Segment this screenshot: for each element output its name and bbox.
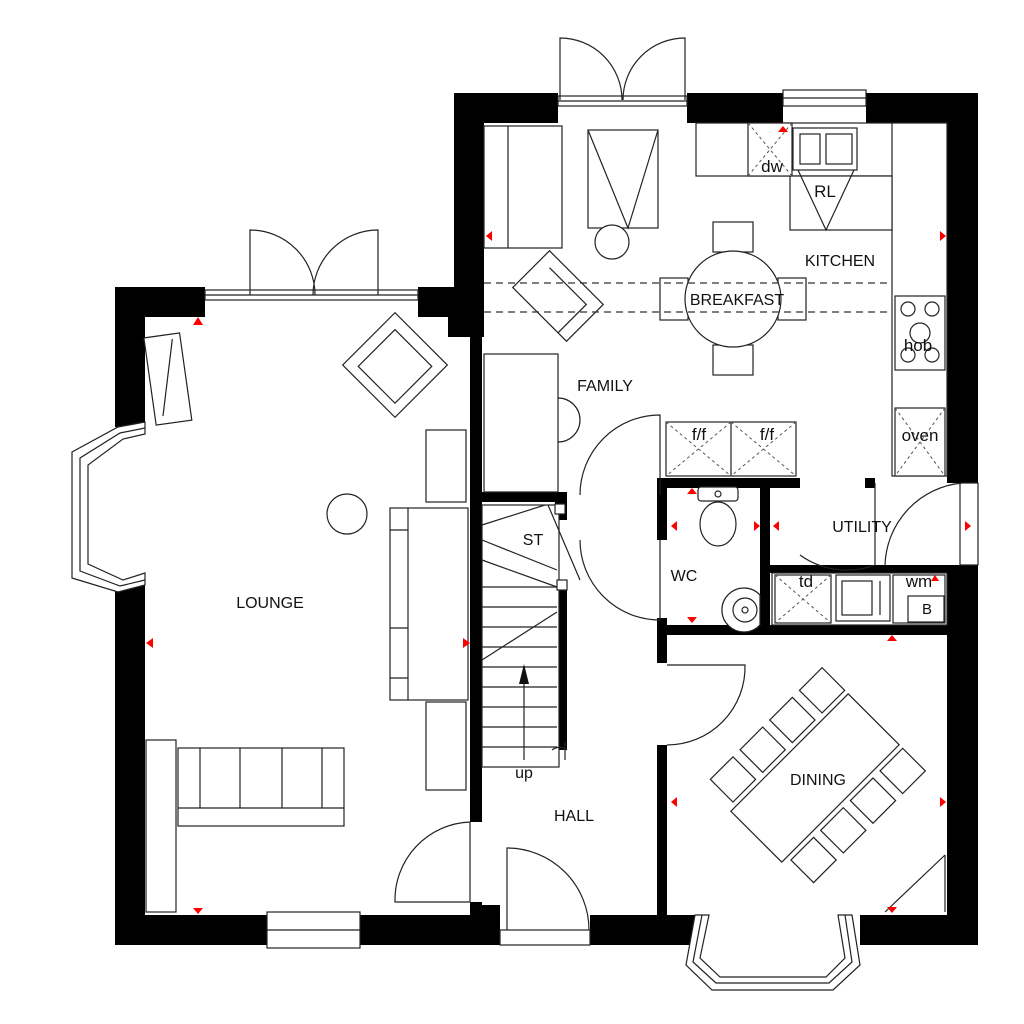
label-breakfast: BREAKFAST [690,292,784,309]
toilet [697,486,739,547]
family-stool [594,224,630,260]
hob [894,295,946,371]
side-table [425,701,467,791]
fridge-freezers [665,421,797,477]
dishwasher [747,122,793,177]
washing-machine [892,574,946,624]
sideboard [143,332,193,426]
room-labels: LOUNGE FAMILY KITCHEN BREAKFAST UTILITY … [236,253,892,825]
label-kitchen: KITCHEN [805,253,875,270]
sink-unit [789,175,893,231]
utility-sink [835,574,891,622]
label-sink: RL [814,182,836,201]
family-sofa [483,125,563,249]
family-desk [483,353,559,493]
furniture [143,122,948,913]
label-hall: HALL [554,808,594,825]
label-fridge-freezer-2: f/f [760,425,774,444]
label-family: FAMILY [577,378,633,395]
walls [115,93,978,945]
label-dining: DINING [790,772,846,789]
sofa-right [389,507,469,701]
staircase [481,503,581,768]
tumble-dryer [774,574,832,624]
label-tumble-dryer: td [799,572,813,591]
basin [721,587,761,633]
label-lounge: LOUNGE [236,595,304,612]
label-store: ST [523,532,544,549]
family-chaise [587,129,659,229]
label-stairs-up: up [515,765,533,782]
breakfast-table [659,221,807,376]
windows [71,89,979,991]
side-table [425,429,467,503]
door-swings [249,37,963,931]
family-armchair [511,249,605,343]
coffee-table [326,493,368,535]
red-markers [146,126,971,914]
dining-table [709,666,927,884]
label-fridge-freezer-1: f/f [692,425,706,444]
sink [792,127,858,232]
label-washing-machine: wm [905,572,932,591]
label-oven: oven [902,426,939,445]
media-unit [145,739,177,913]
label-hob: hob [904,336,932,355]
fixture-labels: ST up dw RL hob oven f/f f/f td wm B [515,157,938,782]
sofa-bottom [177,747,345,827]
oven [894,407,946,477]
label-utility: UTILITY [832,519,892,536]
armchair [341,311,449,419]
label-dishwasher: dw [761,157,783,176]
label-wc: WC [671,568,698,585]
label-boiler: B [922,601,932,618]
